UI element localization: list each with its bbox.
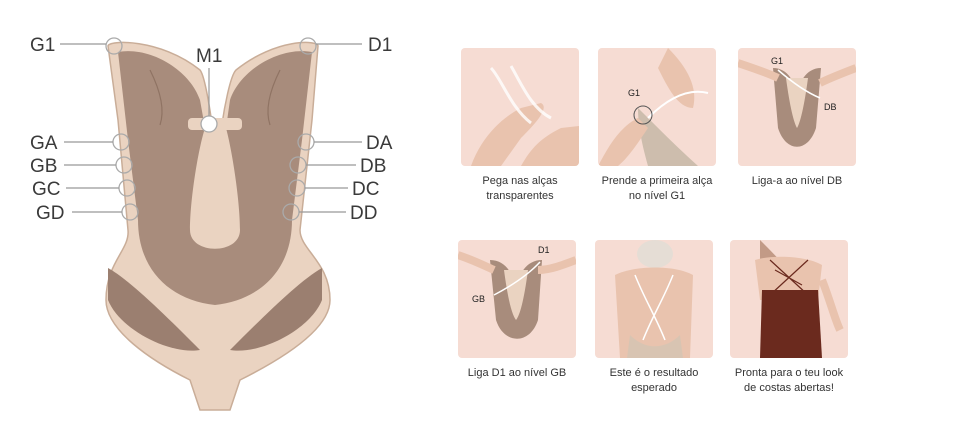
step-2-tag-g1: G1 <box>628 88 640 98</box>
g1-label: G1 <box>30 35 55 56</box>
step-2-caption: Prende a primeira alça no nível G1 <box>601 175 713 202</box>
bodysuit-inner-panel <box>118 51 312 305</box>
step-3-tag-g1: G1 <box>771 56 783 66</box>
gc-label: GC <box>32 179 61 200</box>
m1-point <box>200 115 218 133</box>
d1-point <box>299 37 317 55</box>
step-6-caption: Pronta para o teu look de costas abertas… <box>734 367 844 394</box>
dd-label: DD <box>350 203 377 224</box>
step-3-image: G1 DB <box>738 48 856 166</box>
step-4-tag-gb: GB <box>472 294 485 304</box>
step-1-caption: Pega nas alças transparentes <box>482 175 558 202</box>
step-4-image: D1 GB <box>458 240 576 358</box>
right-cup-line <box>267 69 281 126</box>
dc-label: DC <box>352 179 379 200</box>
bodysuit-diagram: G1 D1 M1 GA GB GC GD DA DB DC DD <box>30 35 393 411</box>
step-4: D1 GB Liga D1 ao nível GB <box>457 240 577 381</box>
step-5-caption: Este é o resultado esperado <box>609 367 699 394</box>
step-4-caption: Liga D1 ao nível GB <box>467 367 567 379</box>
step-1-image <box>461 48 579 166</box>
step-5: Este é o resultado esperado <box>594 240 714 396</box>
step-3: G1 DB Liga-a ao nível DB <box>737 48 857 189</box>
step-1: Pega nas alças transparentes <box>460 48 580 204</box>
gd-label: GD <box>36 203 65 224</box>
da-label: DA <box>366 133 393 154</box>
step-6: Pronta para o teu look de costas abertas… <box>729 240 849 396</box>
step-2: G1 Prende a primeira alça no nível G1 <box>597 48 717 204</box>
d1-label: D1 <box>368 35 392 56</box>
left-cup-line <box>149 69 163 126</box>
m1-label: M1 <box>196 46 222 67</box>
right-leg-opening <box>230 268 322 351</box>
step-5-image <box>595 240 713 358</box>
step-4-tag-d1: D1 <box>538 245 550 255</box>
step-2-image: G1 <box>598 48 716 166</box>
gb-label: GB <box>30 156 57 177</box>
step-3-caption: Liga-a ao nível DB <box>751 175 843 187</box>
ga-label: GA <box>30 133 58 154</box>
left-leg-opening <box>108 268 200 351</box>
db-label: DB <box>360 156 386 177</box>
step-6-image <box>730 240 848 358</box>
g1-point <box>105 37 123 55</box>
step-3-tag-db: DB <box>824 102 837 112</box>
